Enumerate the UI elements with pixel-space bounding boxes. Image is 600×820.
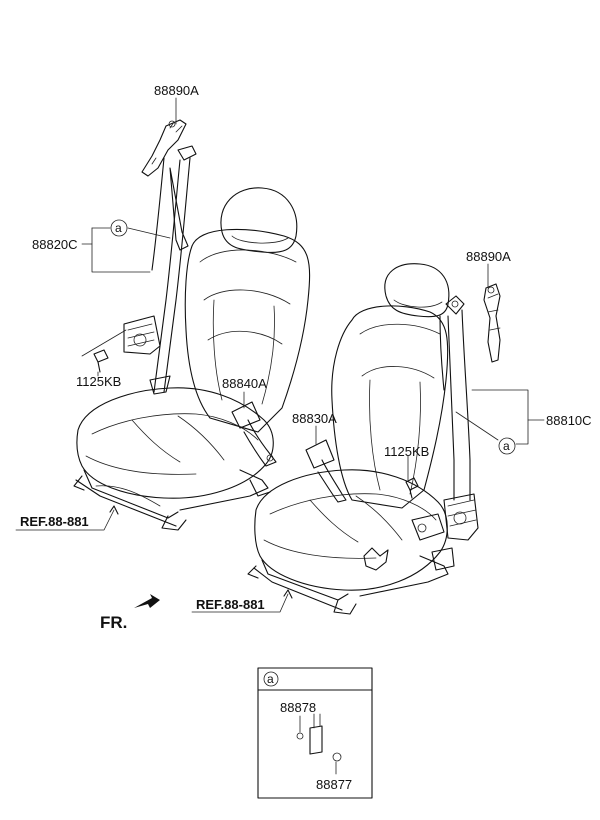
- ref-label-right: REF.88-881: [196, 597, 265, 612]
- label-88878: 88878: [280, 700, 316, 715]
- leader-lines: [15, 97, 545, 613]
- label-1125kb-left: 1125KB: [76, 374, 121, 389]
- callout-marker-right: a: [503, 439, 510, 453]
- left-seat: [73, 187, 311, 531]
- right-seat: [247, 263, 450, 615]
- right-height-adjuster: [483, 283, 501, 363]
- ref-label-left: REF.88-881: [20, 514, 89, 529]
- detail-box-marker: a: [267, 672, 274, 686]
- bolt-right: [405, 477, 419, 499]
- callout-marker-left: a: [115, 221, 122, 235]
- label-88877: 88877: [316, 777, 352, 792]
- bolt-left: [93, 349, 109, 373]
- front-direction-arrow: [134, 594, 160, 608]
- left-buckle: [231, 401, 277, 467]
- label-88830a: 88830A: [292, 411, 337, 426]
- right-seat-belt-assembly: [411, 295, 479, 571]
- left-height-adjuster: [141, 119, 187, 177]
- front-label: FR.: [100, 613, 127, 632]
- label-88890a-right: 88890A: [466, 249, 511, 264]
- callout-circle-right: [498, 437, 516, 455]
- left-seat-belt-assembly: [123, 145, 197, 395]
- detail-box: [257, 667, 373, 799]
- right-buckle: [305, 439, 347, 503]
- label-88810c: 88810C: [546, 413, 592, 428]
- label-88890a-left: 88890A: [154, 83, 199, 98]
- callout-circle-left: [110, 219, 128, 237]
- label-1125kb-right: 1125KB: [384, 444, 429, 459]
- label-88820c: 88820C: [32, 237, 78, 252]
- label-88840a: 88840A: [222, 376, 267, 391]
